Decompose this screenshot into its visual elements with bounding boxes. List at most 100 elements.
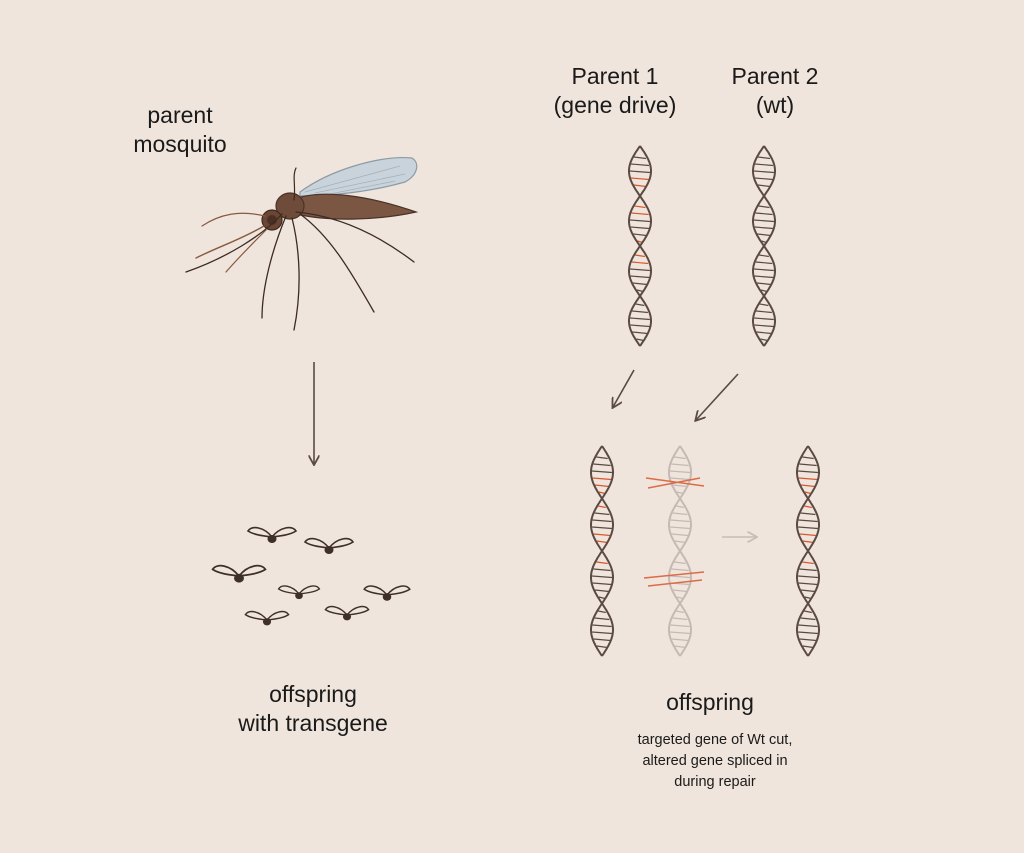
note-line1: targeted gene of Wt cut, [637, 732, 793, 748]
cut-mark [643, 571, 705, 579]
dna-rung [798, 582, 818, 586]
dna-rung [755, 261, 773, 265]
dna-rung [632, 282, 648, 286]
dna-rung [674, 456, 686, 460]
mosquito-wing-veins [304, 165, 406, 195]
dna-rung [670, 519, 690, 523]
dna-rung [671, 638, 689, 642]
dna-rung [757, 233, 771, 237]
dna-rung [629, 219, 651, 223]
mosquito-leg [293, 167, 297, 201]
dna-backbone [590, 445, 614, 657]
dna-rung [753, 219, 775, 223]
dna-rung [799, 568, 817, 572]
gene-drive-rung [596, 561, 608, 565]
dna-rung [669, 470, 691, 474]
gene-drive-rung [634, 205, 646, 209]
dna-rung [670, 631, 690, 635]
dna-backbone [668, 445, 692, 657]
parent1-arrow [613, 369, 635, 407]
dna-rung [671, 568, 689, 572]
gene-drive-rung [594, 484, 610, 488]
dna-rung [676, 596, 684, 600]
offspring-mosquito [244, 610, 290, 626]
dna-rung [757, 184, 771, 188]
dna-rung [799, 638, 817, 642]
dna-rung [674, 645, 686, 649]
dna-rung [593, 638, 611, 642]
gene-drive-rung [802, 540, 814, 544]
dna-rung [594, 589, 610, 593]
dna-rung [804, 596, 812, 600]
dna-rung [592, 526, 612, 530]
dna-rung [758, 205, 770, 209]
dna-rung [757, 156, 771, 160]
parent-label-line1: parent [147, 102, 213, 128]
dna-rung [800, 617, 816, 621]
offspring-with-transgene-label: offspring with transgene [200, 680, 426, 738]
dna-rung [797, 575, 819, 579]
dna-rung [672, 617, 688, 621]
dna-rung [800, 589, 816, 593]
dna-rung [630, 275, 650, 279]
dna-rung [802, 645, 814, 649]
dna-rung [754, 226, 774, 230]
dna-rung [598, 596, 606, 600]
parent-mosquito-label: parent mosquito [120, 101, 240, 159]
cut-mark [647, 477, 701, 489]
gene-drive-rung [802, 561, 814, 565]
dna-rung [594, 512, 610, 516]
mosquito-leg [299, 213, 375, 313]
offspring-mosquito [246, 526, 298, 543]
dna-rung [760, 338, 768, 342]
cut-mark [647, 579, 703, 587]
dna-rung [674, 540, 686, 544]
gene-drive-rung [800, 484, 816, 488]
offspring-label-line1: offspring [269, 681, 357, 707]
mosquito-leg [261, 215, 287, 319]
dna-rung [630, 268, 650, 272]
dna-rung [802, 456, 814, 460]
dna-rung [672, 589, 688, 593]
dna-rung [799, 463, 817, 467]
dna-rung [798, 526, 818, 530]
gene-drive-rung [631, 212, 649, 216]
dna-rung [804, 610, 812, 614]
dna-rung [798, 631, 818, 635]
dna-strands [590, 145, 820, 657]
dna-rung [674, 561, 686, 565]
mosquito-abdomen [291, 193, 419, 220]
mosquito-proboscis [195, 225, 265, 259]
dna-rung [756, 310, 772, 314]
dna-rung [676, 505, 684, 509]
parent2-label: Parent 2 (wt) [710, 62, 840, 120]
parent-label-line2: mosquito [133, 130, 227, 157]
gene-drive-rung [592, 477, 612, 481]
dna-rung [591, 470, 613, 474]
dna-rung [798, 624, 818, 628]
mosquito-wing [299, 157, 418, 197]
dna-rung [754, 268, 774, 272]
parent1-line1: Parent 1 [571, 63, 659, 89]
offspring-dna-left [590, 445, 614, 657]
offspring-label-line2: with transgene [238, 709, 388, 736]
dna-rung [676, 491, 684, 495]
gene-drive-rung [598, 491, 606, 495]
dna-rung [630, 163, 650, 167]
offspring-mosquito [324, 605, 370, 621]
dna-rung [672, 484, 688, 488]
dna-rung [630, 324, 650, 328]
dna-rung [630, 226, 650, 230]
dna-rung [598, 610, 606, 614]
gene-drive-rung [593, 533, 611, 537]
gene-drive-rung [635, 254, 645, 258]
offspring-swarm [211, 526, 411, 626]
dna-rung [636, 338, 644, 342]
dna-rung [754, 163, 774, 167]
parent1-label: Parent 1 (gene drive) [540, 62, 690, 120]
mosquito-leg [185, 213, 283, 273]
dna-rung [753, 170, 775, 174]
gene-drive-rung [631, 261, 649, 265]
gene-drive-rung [633, 184, 647, 188]
dna-rung [594, 617, 610, 621]
